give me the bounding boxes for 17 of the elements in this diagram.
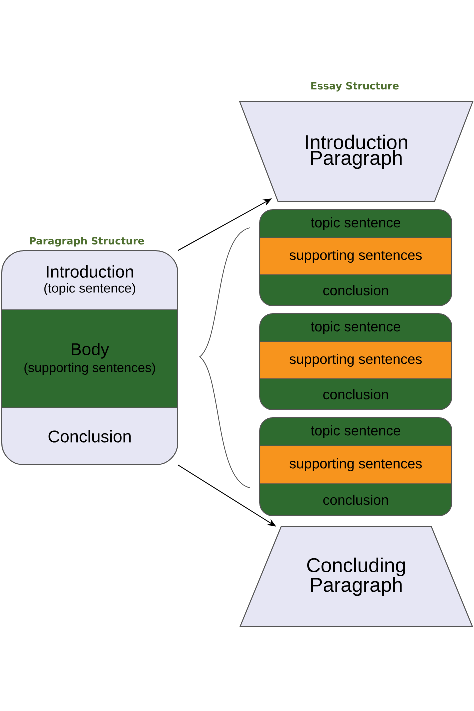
band: conclusion xyxy=(260,274,452,306)
band: topic sentence xyxy=(260,418,452,446)
band: Body (supporting sentences) xyxy=(2,310,178,408)
band: conclusion xyxy=(260,484,452,516)
band: conclusion xyxy=(260,378,452,410)
band: supporting sentences xyxy=(260,342,452,380)
body-paragraph-box xyxy=(260,210,452,306)
body-paragraph-box xyxy=(260,314,452,410)
band: Introduction (topic sentence) xyxy=(2,251,178,310)
band: supporting sentences xyxy=(260,238,452,276)
band: topic sentence xyxy=(260,314,452,342)
node-label: Paragraph Structure xyxy=(30,237,144,247)
section-heading: Essay Structure xyxy=(312,82,399,92)
band: supporting sentences xyxy=(260,446,452,484)
band: Conclusion xyxy=(2,408,178,465)
body-paragraph-box xyxy=(260,418,452,516)
band: topic sentence xyxy=(260,210,452,238)
